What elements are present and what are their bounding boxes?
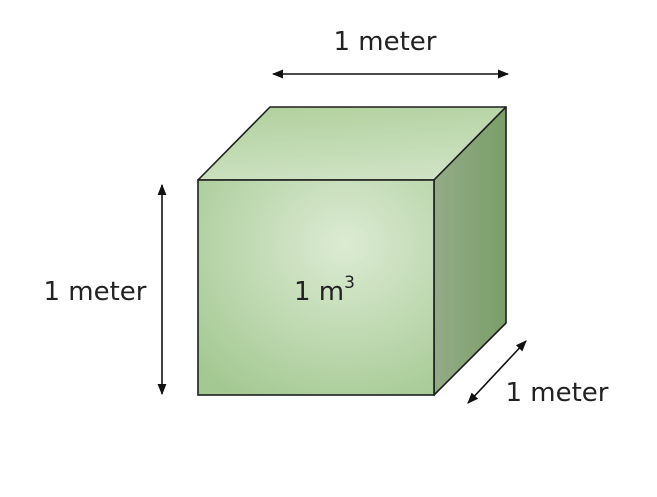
volume-exponent: 3 (344, 273, 355, 293)
volume-base: 1 m (294, 277, 344, 307)
depth-label: 1 meter (505, 378, 608, 408)
width-label: 1 meter (333, 27, 436, 57)
depth-arrow (467, 340, 527, 404)
cube-front-face (197, 179, 435, 396)
volume-label: 1 m3 (294, 273, 355, 307)
height-label: 1 meter (43, 277, 146, 307)
